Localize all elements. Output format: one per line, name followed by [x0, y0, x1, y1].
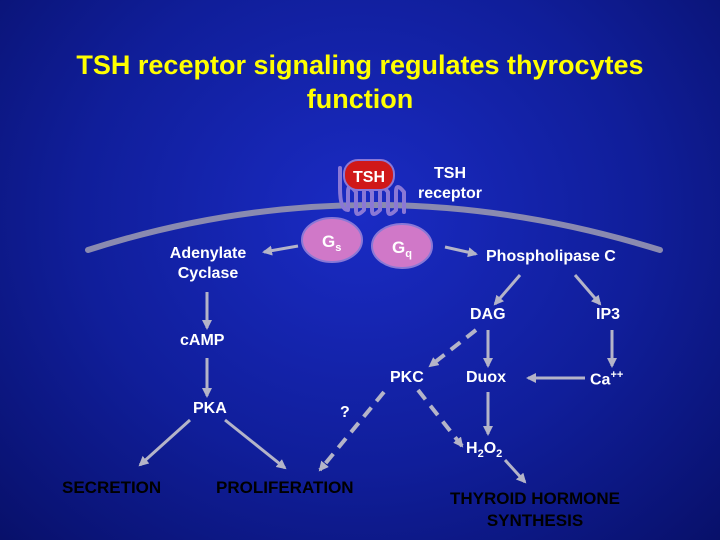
secretion-label: SECRETION [62, 478, 162, 497]
tsh-receptor-icon [338, 166, 406, 216]
arrow-dag-to-pkc [428, 328, 478, 368]
arrow-pka-to-proliferation [224, 418, 287, 470]
thyroid-hormone-synthesis-label: THYROID HORMONE SYNTHESIS [450, 489, 620, 530]
arrow-pka-to-secretion [138, 418, 192, 467]
arrow-pkc-to-proliferation [318, 390, 386, 472]
ip3-label: IP3 [596, 306, 621, 323]
duox-label: Duox [466, 369, 506, 386]
tsh-ligand-icon [343, 159, 395, 191]
gs-label: Gs [322, 232, 341, 254]
dag-label: DAG [470, 306, 506, 323]
page-title: TSH receptor signaling regulates thyrocy… [0, 48, 720, 116]
pka-label: PKA [193, 400, 227, 417]
title-line-2: function [306, 84, 414, 114]
adenylate-cyclase-label: Adenylate Cyclase [169, 245, 247, 282]
title-line-1: TSH receptor signaling regulates thyrocy… [76, 50, 644, 80]
arrow-plc-to-ip3 [573, 274, 602, 306]
question-mark-label: ? [340, 404, 350, 421]
tsh-receptor-label: TSH receptor [417, 165, 483, 202]
gq-label: Gq [392, 238, 412, 260]
proliferation-label: PROLIFERATION [216, 478, 354, 497]
gs-protein-icon [301, 217, 363, 263]
camp-label: cAMP [180, 332, 225, 349]
arrow-plc-to-dag [493, 274, 522, 306]
pkc-label: PKC [390, 369, 424, 386]
arrow-gs-to-adenylate [262, 244, 299, 256]
gq-protein-icon [371, 223, 433, 269]
calcium-label: Ca++ [590, 369, 624, 389]
arrow-gq-to-plc [444, 245, 478, 258]
phospholipase-c-label: Phospholipase C [486, 248, 616, 265]
tsh-label: TSH [353, 169, 385, 186]
arrow-pkc-to-h2o2 [416, 388, 464, 448]
arrow-h2o2-to-thyroid [503, 458, 527, 484]
h2o2-label: H2O2 [466, 440, 503, 461]
